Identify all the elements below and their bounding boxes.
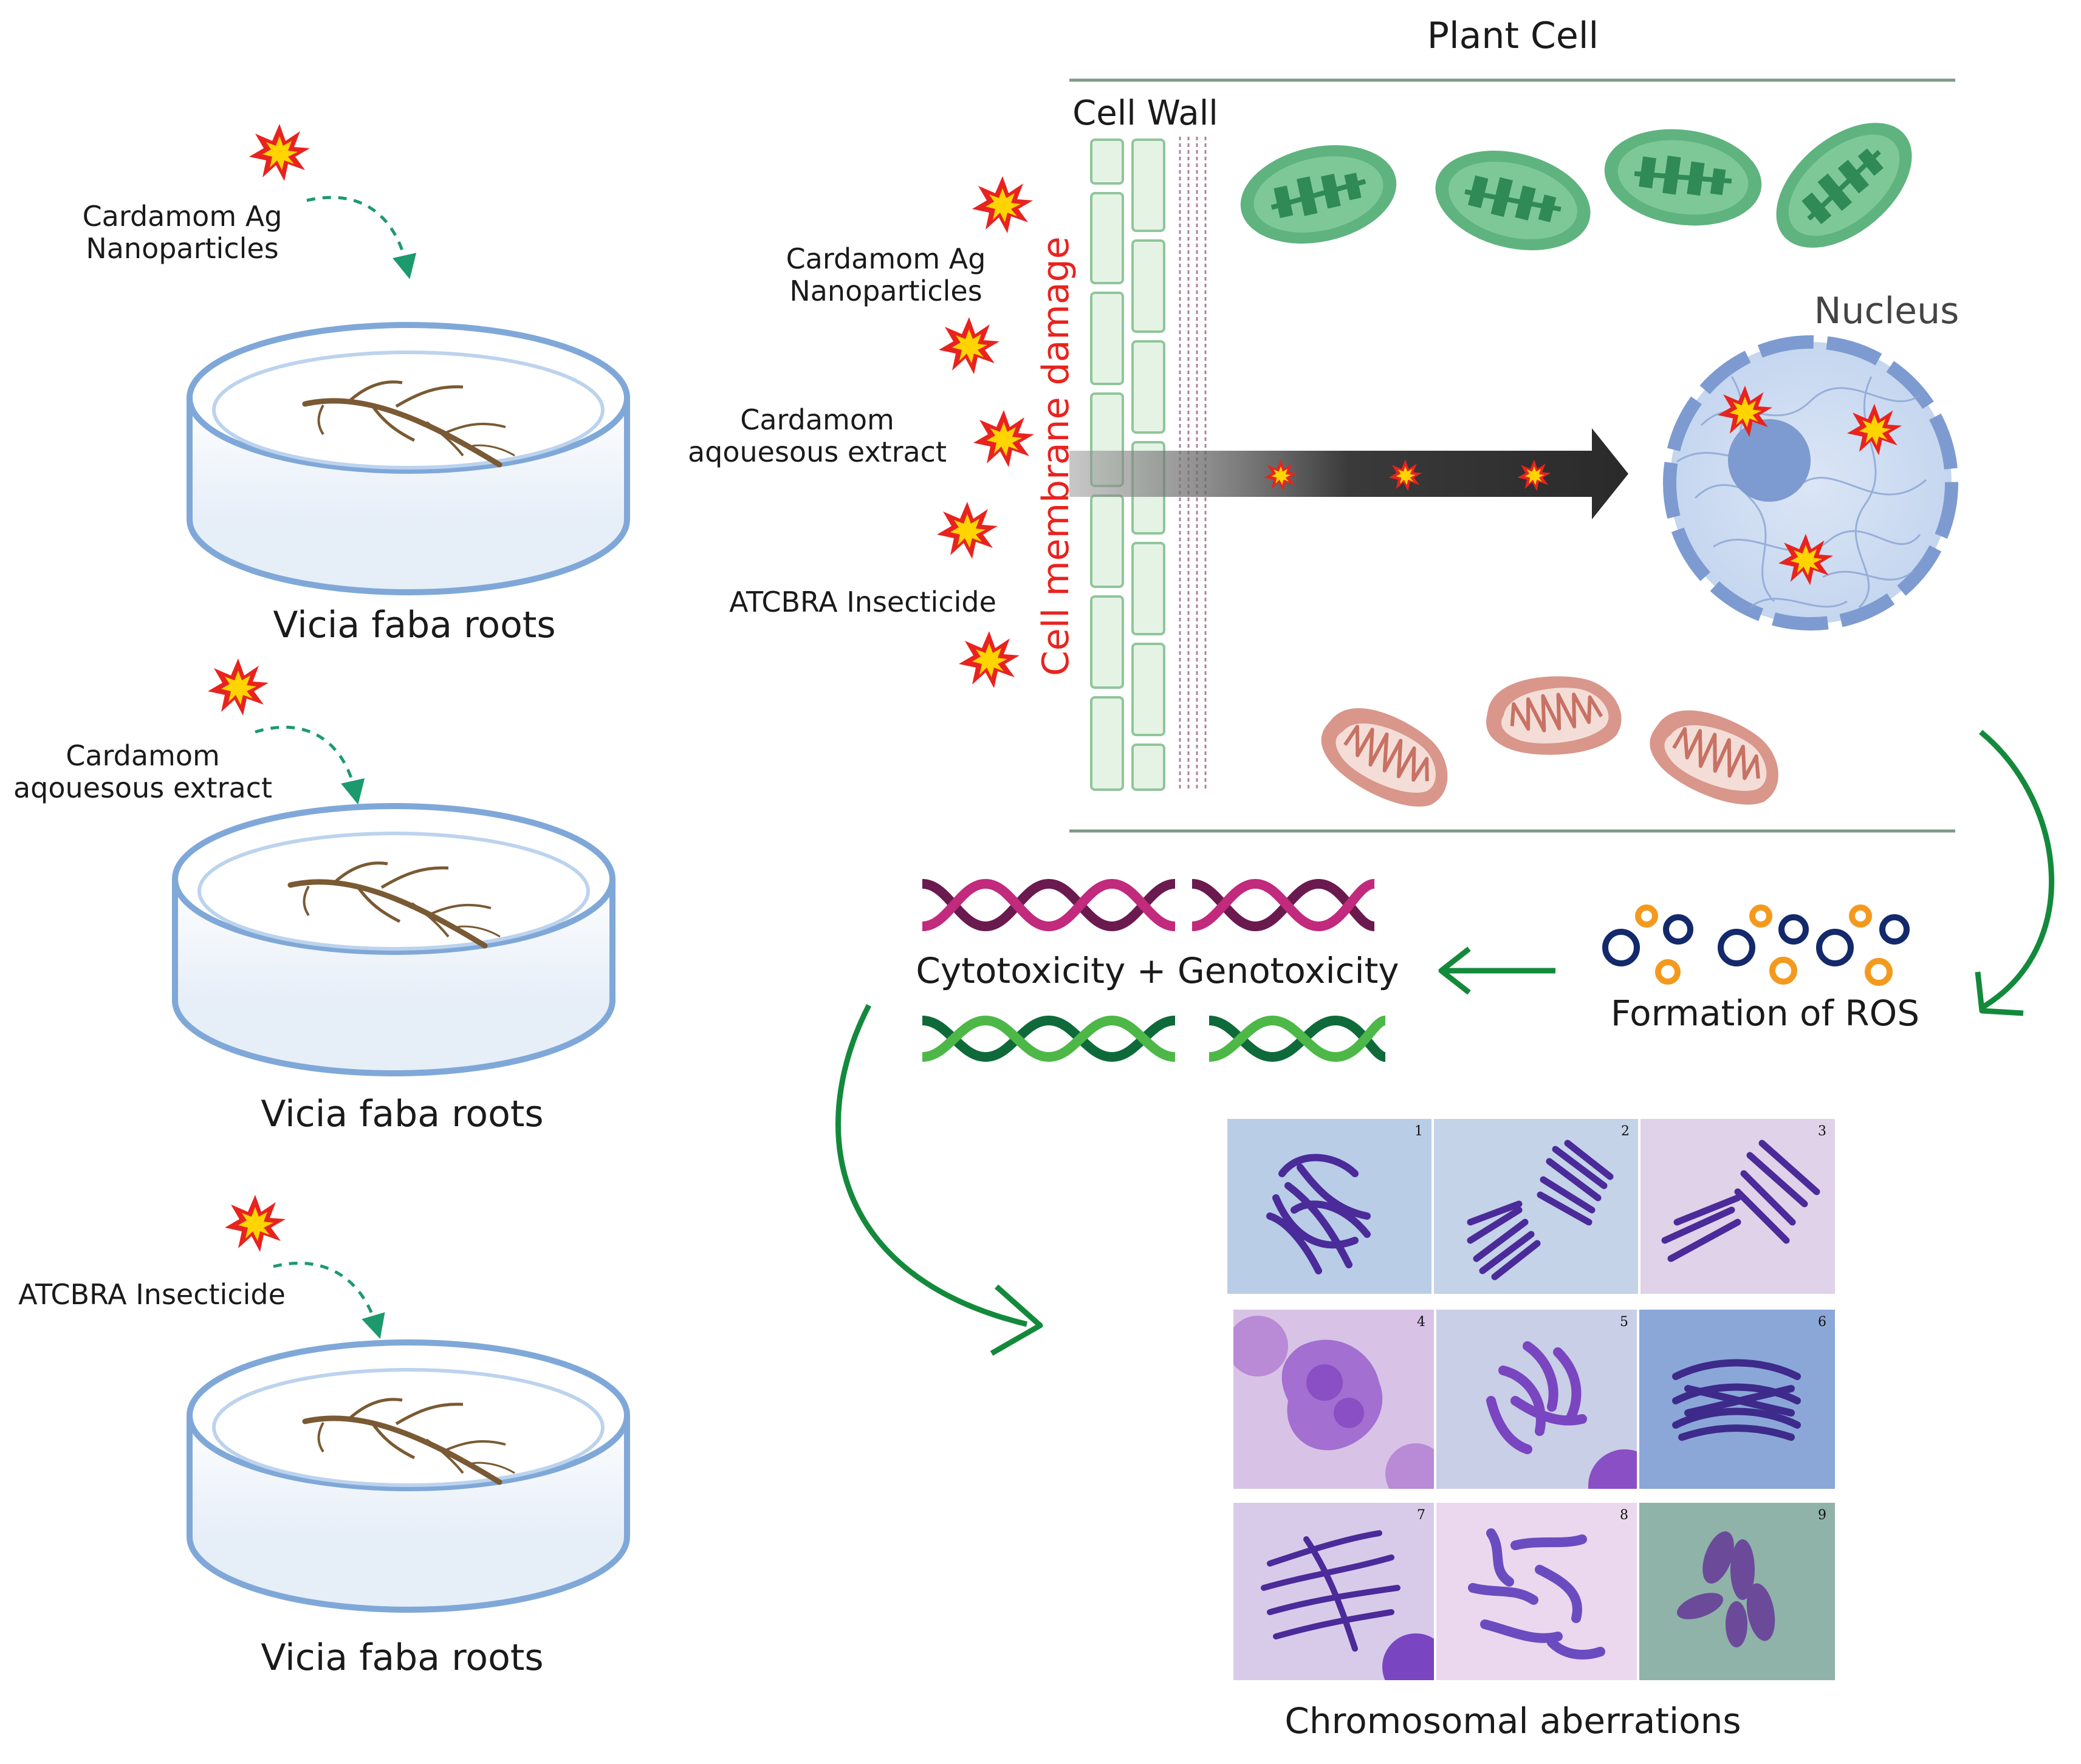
micrograph-number: 6 (1818, 1314, 1826, 1330)
micrograph-number: 1 (1414, 1124, 1423, 1139)
nucleolus (1728, 419, 1811, 502)
petri-dish-3 (190, 1342, 627, 1610)
mitochondrion (1309, 697, 1462, 816)
micrograph-9: 9 (1639, 1503, 1835, 1680)
micrograph-2: 2 (1434, 1119, 1638, 1294)
arrow-ros-to-toxicity-head (1438, 946, 1471, 995)
dish-caption-2: Vicia faba roots (261, 1093, 544, 1135)
arrow-to-aberrations (835, 1003, 1028, 1327)
micrograph-number: 4 (1417, 1314, 1425, 1330)
cell-agent-insecticide: ATCBRA Insecticide (729, 586, 996, 618)
petri-dish-2 (175, 806, 612, 1073)
micrograph-3: 3 (1640, 1119, 1835, 1294)
aberrations-label: Chromosomal aberrations (1284, 1700, 1741, 1742)
arrow-to-ros (1979, 730, 2055, 1011)
petri-dish-1 (190, 325, 627, 592)
burst-icon (937, 502, 998, 559)
nucleus-label: Nucleus (1814, 290, 1959, 332)
diagram-title: Plant Cell (1427, 15, 1599, 57)
micrograph-1: 1 (1227, 1119, 1431, 1294)
mitochondrion (1640, 701, 1790, 813)
burst-icon (225, 1195, 286, 1252)
micrograph-8: 8 (1436, 1503, 1637, 1680)
ros-circles (1602, 904, 1910, 986)
burst-icon (959, 631, 1020, 688)
left-column (175, 124, 627, 1610)
nucleus (1663, 335, 1958, 631)
burst-icon (249, 124, 310, 181)
dish-caption-1: Vicia faba roots (273, 604, 556, 646)
micrograph-5: 5 (1436, 1310, 1637, 1489)
cell-wall-label: Cell Wall (1072, 94, 1218, 133)
burst-icon (973, 410, 1034, 467)
arrow-to-aberrations-head (990, 1284, 1043, 1356)
micrograph-6: 6 (1639, 1310, 1835, 1489)
dna-helix-purple (922, 878, 1376, 932)
toxicity-label: Cytotoxicity + Genotoxicity (916, 950, 1399, 991)
micrograph-number: 3 (1818, 1124, 1826, 1139)
plant-cell-panel (937, 78, 1958, 833)
dashed-arrow-3 (273, 1262, 385, 1339)
outcomes (835, 730, 2055, 1356)
burst-icon (939, 317, 999, 374)
agent-label-3: ATCBRA Insecticide (18, 1278, 286, 1311)
dish-caption-3: Vicia faba roots (261, 1636, 544, 1679)
chloroplast (1753, 98, 1935, 273)
micrograph-4: 4 (1233, 1310, 1434, 1489)
dna-helix-green (922, 1015, 1387, 1062)
micrograph-7: 7 (1233, 1503, 1434, 1680)
micrograph-number: 7 (1417, 1508, 1425, 1523)
micrograph-number: 8 (1620, 1508, 1628, 1523)
cell-membrane (1179, 137, 1207, 791)
micrograph-number: 2 (1621, 1124, 1630, 1139)
burst-icon (972, 176, 1033, 233)
mitochondrion (1479, 662, 1627, 770)
chloroplast (1232, 132, 1406, 258)
burst-icon (208, 658, 269, 716)
dashed-arrow-1 (306, 196, 417, 279)
membrane-damage-label: Cell membrane damage (1035, 236, 1077, 676)
micrograph-number: 5 (1620, 1314, 1628, 1330)
entry-arrow (1069, 428, 1628, 519)
cell-wall (1090, 138, 1165, 791)
ros-label: Formation of ROS (1610, 993, 1920, 1034)
dashed-arrow-2 (255, 725, 365, 805)
arrow-to-ros-head (1975, 971, 2024, 1016)
chloroplast (1598, 120, 1767, 236)
micrograph-number: 9 (1818, 1508, 1826, 1523)
chloroplast (1425, 135, 1601, 265)
